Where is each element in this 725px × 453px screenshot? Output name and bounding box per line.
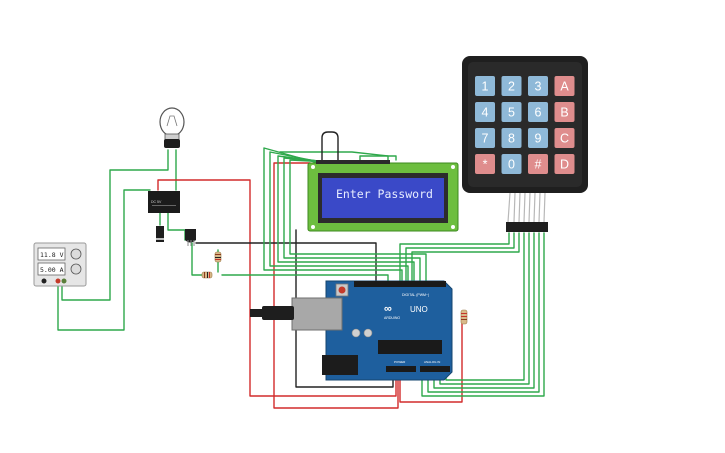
lcd-header-pins (316, 160, 390, 164)
wire-keypad-8[interactable] (421, 232, 545, 397)
keypad-key-label: 8 (508, 132, 515, 146)
relay-label: DC 5V (151, 200, 162, 204)
keypad-key-2[interactable] (501, 76, 522, 96)
power-label: POWER (394, 360, 406, 364)
diode[interactable] (156, 226, 164, 242)
keypad-key-C[interactable] (554, 128, 575, 148)
keypad-key-5[interactable] (501, 102, 522, 122)
wire-red-arduino[interactable] (399, 317, 463, 403)
wire-keypad-7[interactable] (427, 232, 540, 393)
wire-relay-transistor[interactable] (167, 212, 186, 241)
wire-lcd-d6[interactable] (279, 151, 389, 164)
wire-lcd-d5[interactable] (289, 159, 427, 283)
wire-lcd-d3[interactable] (277, 155, 415, 283)
power-supply[interactable]: 11.8 V 5.00 A (33, 242, 87, 287)
keypad-key-label: A (560, 80, 569, 94)
current-readout: 5.00 A (40, 266, 64, 274)
voltage-knob[interactable] (70, 248, 82, 260)
keypad-key-label: 2 (508, 80, 515, 94)
wire-red-relay[interactable] (157, 179, 397, 397)
keypad-key-label: * (483, 158, 488, 172)
relay[interactable]: DC 5V (148, 191, 180, 213)
wire-supply-relay[interactable] (57, 189, 151, 331)
usb-cable[interactable] (262, 306, 294, 320)
light-bulb[interactable] (159, 107, 185, 148)
keypad-key-label: 0 (508, 158, 515, 172)
keypad-key-label: 1 (482, 80, 489, 94)
analog-header[interactable] (420, 366, 450, 372)
keypad-key-label: 5 (508, 106, 515, 120)
wire-keypad-4[interactable] (445, 232, 525, 381)
digital-label: DIGITAL (PWM~) (402, 293, 429, 297)
wire-black-transistor[interactable] (195, 242, 377, 283)
keypad-key-label: D (560, 158, 569, 172)
digital-header[interactable] (354, 281, 446, 287)
keypad-key-6[interactable] (528, 102, 548, 122)
wire-keypad-1[interactable] (399, 232, 510, 283)
keypad-key-4[interactable] (475, 102, 495, 122)
keypad-key-A[interactable] (554, 76, 575, 96)
wire-keypad-3[interactable] (411, 232, 520, 283)
wire-keypad-5[interactable] (439, 232, 530, 385)
arduino-uno[interactable]: DIGITAL (PWM~) ∞ UNO ARDUINO POWER ANALO… (250, 280, 453, 381)
wire-lcd-rs[interactable] (359, 155, 397, 164)
keypad-key-label: 3 (535, 80, 542, 94)
current-knob[interactable] (70, 263, 82, 275)
keypad-key-B[interactable] (554, 102, 575, 122)
keypad-key-label: 4 (482, 106, 489, 120)
keypad-key-label: # (535, 158, 542, 172)
keypad-key-D[interactable] (554, 154, 575, 174)
keypad-key-label: C (560, 132, 569, 146)
wire-keypad-2[interactable] (405, 232, 515, 283)
keypad-key-label: 9 (535, 132, 542, 146)
keypad[interactable]: 1 2 3 A 4 5 6 B 7 8 9 C * 0 # D (462, 56, 588, 232)
wire-lcd-d2[interactable] (269, 151, 409, 283)
terminal-negative[interactable] (41, 278, 47, 284)
resistor-1[interactable] (201, 271, 213, 279)
arduino-brand: ARDUINO (384, 316, 400, 320)
lcd-display[interactable]: Enter Password (307, 160, 459, 232)
keypad-key-0[interactable] (501, 154, 522, 174)
lcd-text: Enter Password (336, 187, 433, 201)
arduino-logo: UNO (410, 305, 428, 314)
analog-label: ANALOG IN (424, 360, 440, 364)
wire-lcd-loop[interactable] (321, 131, 339, 164)
terminal-positive[interactable] (55, 278, 61, 284)
power-header[interactable] (386, 366, 416, 372)
keypad-key-#[interactable] (528, 154, 548, 174)
keypad-key-7[interactable] (475, 128, 495, 148)
resistor-3[interactable] (460, 309, 468, 325)
keypad-key-label: 7 (482, 132, 489, 146)
wire-bulb-supply[interactable] (61, 149, 169, 301)
transistor[interactable] (185, 229, 196, 246)
keypad-key-*[interactable] (475, 154, 495, 174)
resistor-2[interactable] (214, 251, 222, 263)
atmega-chip (378, 340, 442, 354)
wire-lcd-d4[interactable] (283, 157, 421, 283)
keypad-key-1[interactable] (475, 76, 495, 96)
keypad-key-label: B (560, 106, 568, 120)
keypad-key-label: 6 (535, 106, 542, 120)
power-jack[interactable] (322, 355, 358, 375)
wire-transistor-resistor[interactable] (191, 242, 206, 276)
keypad-keys: 1 2 3 A 4 5 6 B 7 8 9 C * 0 # D (475, 76, 575, 174)
usb-port[interactable] (291, 297, 343, 331)
voltage-readout: 11.8 V (40, 251, 64, 259)
arduino-infinity: ∞ (384, 303, 392, 315)
wire-red-lcd[interactable] (273, 162, 399, 409)
keypad-key-3[interactable] (528, 76, 548, 96)
keypad-connector[interactable] (506, 222, 548, 232)
keypad-key-9[interactable] (528, 128, 548, 148)
keypad-key-8[interactable] (501, 128, 522, 148)
wire-lcd-d1[interactable] (263, 147, 403, 283)
terminal-ground[interactable] (61, 278, 67, 284)
wire-resistor-arduino[interactable] (221, 274, 389, 283)
